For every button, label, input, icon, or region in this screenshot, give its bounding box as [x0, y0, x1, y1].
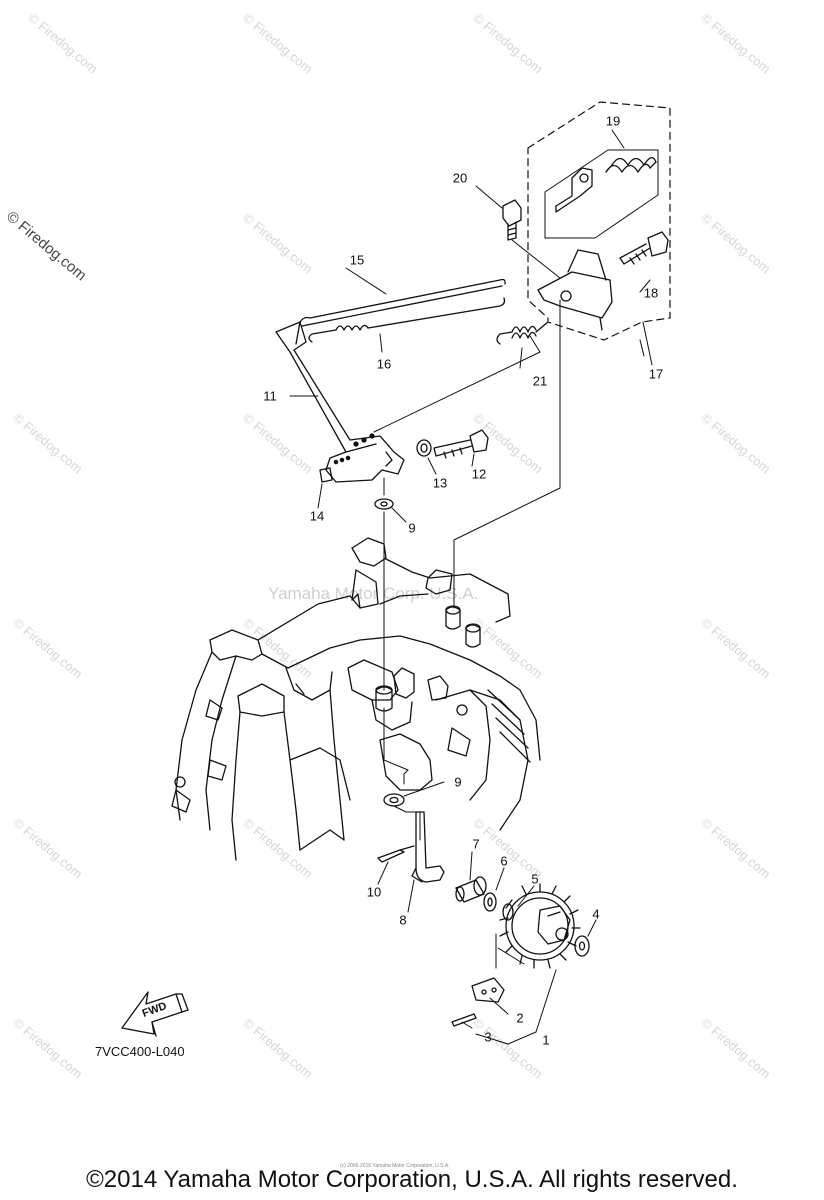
lever-arm-11 — [275, 321, 405, 483]
bushing-7 — [455, 876, 487, 903]
center-watermark: Yamaha Motor Corp. U.S.A. — [268, 584, 479, 603]
callout-4: 4 — [592, 906, 600, 922]
engine-housing — [171, 537, 541, 861]
callout-8: 8 — [399, 912, 407, 928]
callout-21: 21 — [532, 373, 548, 389]
boss — [445, 606, 461, 630]
callout-14: 14 — [309, 508, 325, 524]
callout-20: 20 — [452, 170, 468, 186]
callout-3: 3 — [484, 1029, 492, 1045]
callout-16: 16 — [376, 356, 392, 372]
rod-15 — [299, 278, 506, 323]
callout-6: 6 — [500, 853, 508, 869]
callout-5: 5 — [531, 871, 539, 887]
callout-10: 10 — [366, 884, 382, 900]
leader-lines — [289, 129, 651, 1045]
bolt-12 — [433, 429, 489, 459]
copyright-footer: ©2014 Yamaha Motor Corporation, U.S.A. A… — [86, 1166, 738, 1193]
washer-6 — [483, 892, 497, 912]
spring-21 — [511, 325, 537, 339]
boss — [375, 686, 393, 712]
clip-bracket — [555, 167, 593, 213]
spring-frame — [544, 149, 659, 239]
assembly-boundary — [527, 101, 671, 341]
washer-9-upper — [374, 498, 394, 510]
plate-2 — [471, 977, 505, 1003]
callout-15: 15 — [349, 252, 365, 268]
callout-11: 11 — [263, 388, 277, 404]
washer-13 — [416, 439, 432, 457]
callout-19: 19 — [605, 113, 621, 129]
fine-print: (c) 2006-2016 Yamaha Motor Corporation, … — [340, 1163, 450, 1169]
callout-1: 1 — [542, 1032, 550, 1048]
bolt-20 — [502, 199, 522, 241]
washer-9-lower — [383, 793, 405, 807]
callout-9-lower: 9 — [454, 774, 462, 790]
callout-7: 7 — [472, 836, 480, 852]
bolt-18 — [619, 231, 669, 265]
circlip-5 — [502, 903, 514, 921]
callout-12: 12 — [471, 466, 487, 482]
callout-2: 2 — [516, 1010, 524, 1026]
bracket-17 — [537, 271, 613, 319]
shaft-8 — [415, 811, 445, 883]
callout-13: 13 — [432, 475, 448, 491]
spring-19 — [605, 157, 657, 173]
diagram-code: 7VCC400-L040 — [95, 1044, 185, 1059]
forward-arrow-icon — [121, 991, 189, 1037]
gear-1 — [499, 883, 581, 969]
callout-9-upper: 9 — [408, 520, 416, 536]
washer-4 — [574, 935, 590, 957]
clip-14 — [319, 467, 333, 483]
pin-3 — [451, 1013, 477, 1027]
callout-17: 17 — [648, 366, 664, 382]
callout-18: 18 — [643, 285, 659, 301]
spring-16 — [335, 324, 369, 331]
rod-16 — [308, 329, 337, 343]
clip-10 — [377, 849, 405, 863]
boss — [465, 624, 481, 648]
